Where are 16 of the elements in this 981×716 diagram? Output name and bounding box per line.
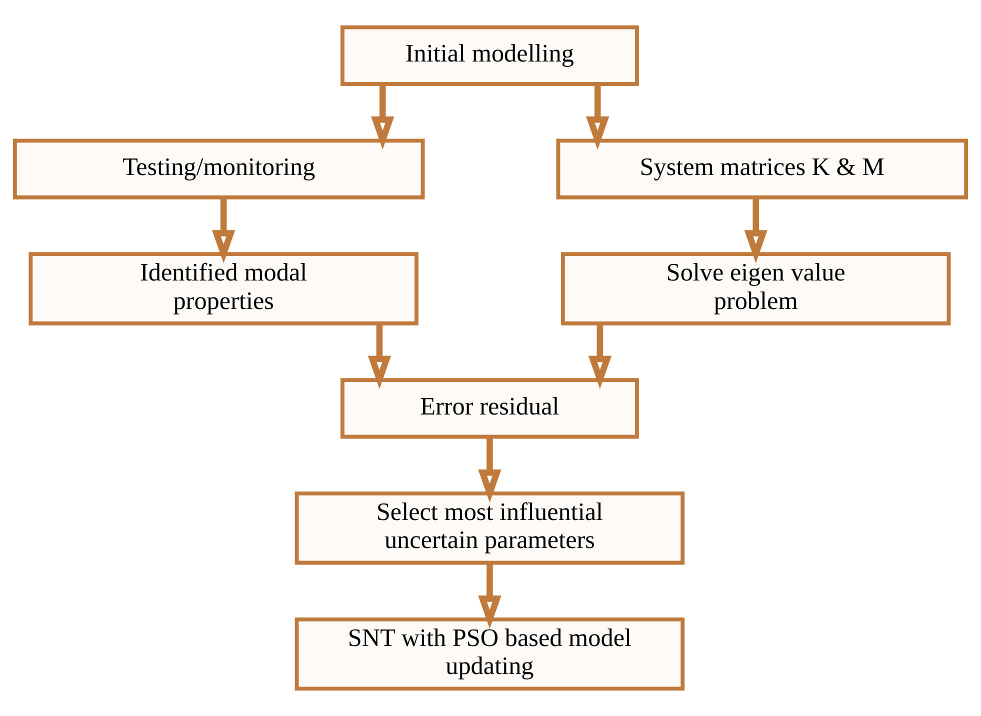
node-box: Select most influential uncertain parameters — [294, 491, 685, 565]
node-box: SNT with PSO based model updating — [294, 617, 685, 691]
arrow — [212, 197, 236, 264]
node-box: Initial modelling — [340, 25, 639, 86]
arrow — [588, 324, 612, 389]
node-box: Identified modal properties — [28, 252, 418, 326]
arrow — [368, 324, 392, 389]
node-box: Solve eigen value problem — [560, 252, 951, 326]
arrow — [744, 197, 768, 264]
arrow — [586, 84, 610, 150]
arrow — [371, 84, 394, 150]
arrow — [478, 563, 502, 629]
node-box: Error residual — [340, 378, 639, 439]
node-box: System matrices K & M — [556, 138, 968, 200]
node-box: Testing/monitoring — [12, 138, 425, 200]
arrow — [478, 436, 502, 503]
